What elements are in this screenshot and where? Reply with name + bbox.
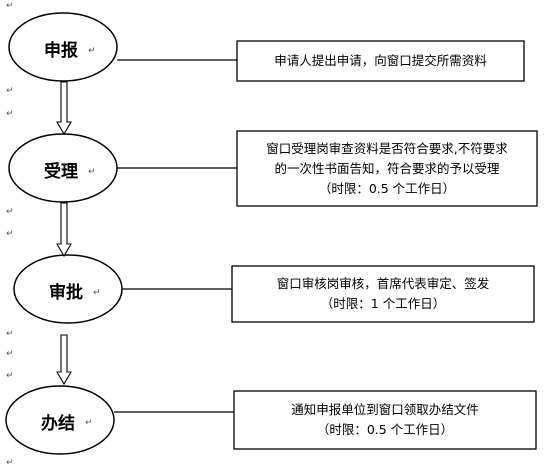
return-mark: ↵ [6,109,14,119]
desc-box-complete [233,390,537,450]
desc-box-apply [236,40,525,82]
desc-line: 的一次性书面告知，符合要求的予以受理 [274,161,500,176]
desc-line: 窗口受理岗审查资料是否符合要求,不符要求 [266,141,508,156]
return-mark: ↵ [6,371,14,381]
step-node-apply [8,12,118,82]
step-label-accept: 受理 [44,162,78,182]
desc-line: （时限：1 个工作日） [320,296,446,311]
desc-text-apply: 申请人提出申请，向窗口提交所需资料 [237,51,524,71]
desc-text-accept: 窗口受理岗审查资料是否符合要求,不符要求 的一次性书面告知，符合要求的予以受理 … [237,139,537,199]
return-mark: ↵ [93,288,101,298]
desc-text-approve: 窗口审核岗审核，首席代表审定、签发 （时限：1 个工作日） [232,274,534,314]
desc-line: 窗口审核岗审核，首席代表审定、签发 [276,276,490,291]
return-mark: ↵ [6,349,14,359]
desc-box-approve [231,265,535,323]
step-node-complete [5,385,115,455]
return-mark: ↵ [6,229,14,239]
return-mark: ↵ [6,207,14,217]
step-label-approve: 审批 [49,283,83,303]
return-mark: ↵ [88,46,96,56]
desc-text-complete: 通知申报单位到窗口领取办结文件 （时限：0.5 个工作日） [234,400,536,440]
return-mark: ↵ [6,329,14,339]
arrow-down-2 [56,202,72,258]
return-mark: ↵ [6,1,14,11]
desc-line: 申请人提出申请，向窗口提交所需资料 [274,53,487,68]
desc-box-accept [236,130,538,207]
arrow-down-3 [56,334,72,386]
desc-line: （时限：0.5 个工作日） [318,181,456,196]
return-mark: ↵ [6,458,14,468]
desc-line: 通知申报单位到窗口领取办结文件 [291,402,479,417]
arrow-down-1 [56,81,72,136]
step-label-apply: 申报 [44,41,78,61]
return-mark: ↵ [88,167,96,177]
return-mark: ↵ [6,86,14,96]
return-mark: ↵ [85,418,93,428]
desc-line: （时限：0.5 个工作日） [316,422,454,437]
step-label-complete: 办结 [41,414,75,434]
